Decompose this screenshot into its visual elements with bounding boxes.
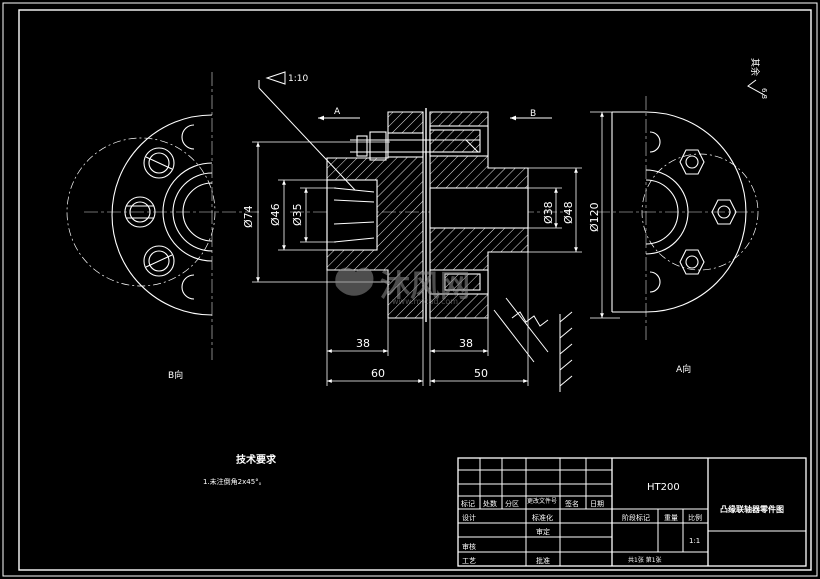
tb-header-zone: 分区: [505, 499, 519, 508]
tb-row-standardize: 标准化: [532, 513, 553, 522]
watermark-url: www.mfcad.com: [392, 297, 458, 306]
dim-d38: Ø38: [542, 201, 555, 224]
diameter-dims: [252, 111, 620, 319]
roughness-prefix: 其余: [749, 58, 761, 76]
roughness-symbol: 其余 6.3: [747, 58, 768, 99]
length-dims: [326, 252, 529, 386]
tb-material: HT200: [647, 482, 680, 493]
tb-row-craft: 工艺: [462, 557, 476, 565]
view-b-flange: [66, 72, 262, 360]
tb-part-name: 凸缘联轴器零件图: [720, 504, 784, 514]
tb-row-design: 设计: [462, 513, 476, 522]
title-block-text: HT200 凸缘联轴器零件图 标记 处数 分区 更改文件号 签名 日期 设计 标…: [461, 482, 784, 565]
support-wall: [493, 297, 573, 392]
dim-len-left-total: 60: [371, 367, 385, 380]
view-b-label: B向: [168, 369, 183, 381]
roughness-value: 6.3: [760, 88, 768, 99]
watermark-text: 沐风网: [380, 269, 470, 304]
view-a-flange: [596, 96, 759, 340]
dim-d120: Ø120: [588, 202, 601, 232]
tech-req-item-1: 1.未注倒角2x45°。: [203, 477, 266, 486]
dim-len-left-inner: 38: [356, 337, 370, 350]
tb-header-mark: 标记: [461, 499, 475, 508]
dim-d35: Ø35: [291, 203, 304, 226]
dim-d48: Ø48: [562, 201, 575, 224]
dim-d46: Ø46: [269, 203, 282, 226]
taper-ratio: 1:10: [288, 74, 308, 84]
left-half-coupling: [326, 111, 424, 319]
view-a-label: A向: [676, 363, 691, 375]
section-a-label: A: [334, 107, 341, 117]
view-b-bolts: [124, 124, 195, 300]
tb-header-change-doc: 更改文件号: [527, 497, 557, 505]
section-b-label: B: [530, 109, 536, 119]
dim-len-right-inner: 38: [459, 337, 473, 350]
tb-weight: 重量: [664, 514, 678, 522]
dim-d74: Ø74: [242, 205, 255, 228]
taper-leader: [258, 71, 356, 191]
tb-row-approve: 批准: [536, 556, 550, 565]
tb-header-count: 处数: [483, 499, 497, 508]
flange-bolt: [350, 131, 480, 161]
title-block: [457, 457, 807, 567]
tb-row-check: 审核: [462, 542, 476, 551]
dim-len-right-total: 50: [474, 367, 488, 380]
tb-row-review: 审定: [536, 527, 550, 536]
tb-scale: 1:1: [689, 537, 700, 545]
tb-sheets: 共1张 第1张: [628, 556, 662, 564]
tech-req-title: 技术要求: [236, 453, 277, 466]
tb-header-signature: 签名: [565, 499, 579, 508]
view-a-nuts: [649, 131, 737, 293]
right-half-coupling: [429, 111, 529, 319]
tb-scale-label: 比例: [688, 513, 702, 522]
watermark: 沐风网 www.mfcad.com: [335, 267, 470, 306]
tb-stage-mark: 阶段标记: [622, 513, 650, 522]
watermark-logo-icon: [335, 267, 374, 296]
tb-header-date: 日期: [590, 500, 604, 508]
